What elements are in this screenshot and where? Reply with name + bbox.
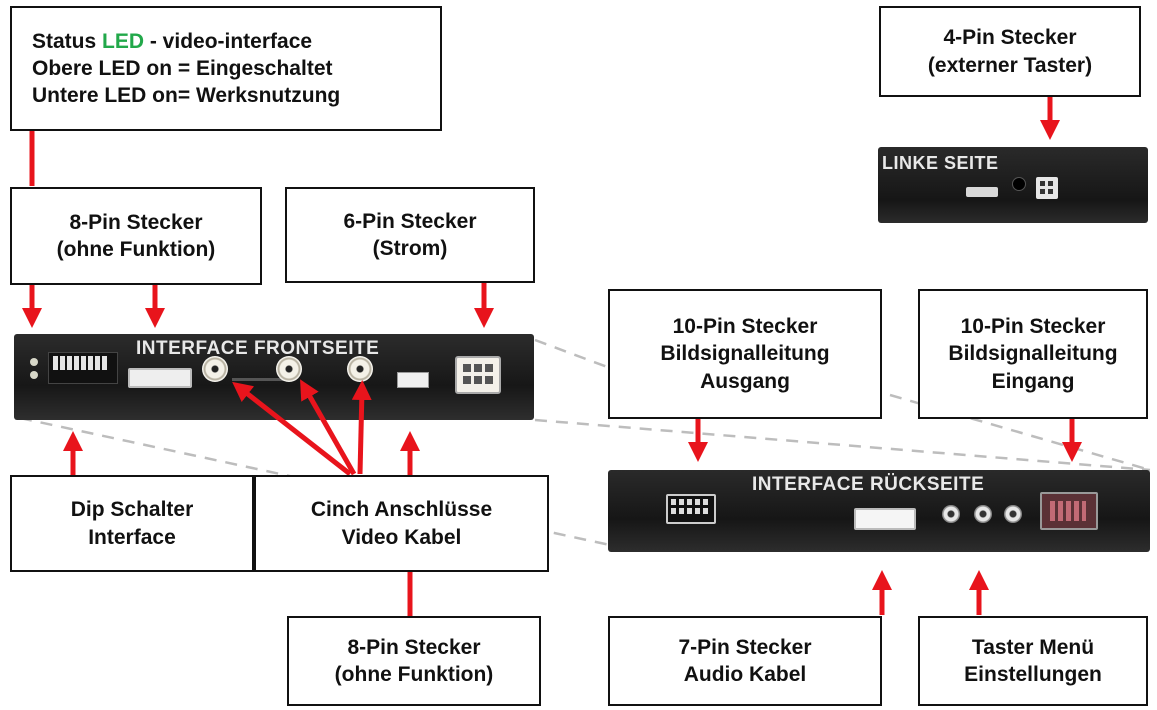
6-pin-socket [455, 356, 501, 394]
label-10pin-in-line3: Eingang [991, 369, 1075, 393]
arrow-cinch-3 [351, 380, 372, 475]
label-10pin-out-line1: 10-Pin Stecker [672, 315, 818, 339]
label-10pin-out-line3: Ausgang [700, 369, 790, 393]
led-text: LED [102, 29, 145, 53]
label-taster-line2: Einstellungen [964, 663, 1102, 686]
label-cinch-line1: Cinch Anschlüsse [310, 498, 493, 522]
device-rear: INTERFACE RÜCKSEITE [608, 470, 1150, 552]
label-8pin-top: 8-Pin Stecker (ohne Funktion) [10, 187, 262, 285]
label-4pin-external: 4-Pin Stecker (externer Taster) [879, 6, 1141, 97]
button-hole [1012, 177, 1026, 191]
taster-hole-1 [942, 505, 960, 523]
label-7pin-line2: Audio Kabel [683, 663, 807, 686]
label-10pin-out: 10-Pin Stecker Bildsignalleitung Ausgang [608, 289, 882, 419]
8-pin-socket-front [128, 368, 192, 388]
arrow-cinch-1 [232, 381, 352, 476]
label-4pin-line1: 4-Pin Stecker [943, 26, 1077, 50]
10-pin-socket-in [1040, 492, 1098, 530]
label-4pin-line2: (externer Taster) [927, 53, 1093, 77]
8-pin-socket-small [397, 372, 429, 388]
label-8pin-bottom: 8-Pin Stecker (ohne Funktion) [287, 616, 541, 706]
label-cinch: Cinch Anschlüsse Video Kabel [254, 475, 549, 572]
label-10pin-in: 10-Pin Stecker Bildsignalleitung Eingang [918, 289, 1148, 419]
label-10pin-in-line2: Bildsignalleitung [948, 342, 1118, 366]
device-left-side: LINKE SEITE [878, 147, 1148, 223]
label-taster-line1: Taster Menü [971, 635, 1095, 659]
label-dip-switch: Dip Schalter Interface [10, 475, 254, 572]
label-10pin-in-line1: 10-Pin Stecker [960, 315, 1106, 339]
dip-switch [48, 352, 118, 384]
label-8pin-bottom-line2: (ohne Funktion) [334, 663, 494, 686]
taster-hole-2 [974, 505, 992, 523]
label-6pin-line2: (Strom) [372, 237, 448, 260]
label-taster-menu: Taster Menü Einstellungen [918, 616, 1148, 706]
label-8pin-top-line1: 8-Pin Stecker [69, 210, 203, 234]
label-7pin-line1: 7-Pin Stecker [678, 635, 812, 659]
status-line2: Obere LED on = Eingeschaltet [32, 56, 333, 80]
label-10pin-out-line2: Bildsignalleitung [660, 342, 830, 366]
arrow-cinch-2 [300, 379, 357, 476]
status-line3: Untere LED on= Werksnutzung [32, 84, 341, 108]
label-dip-line1: Dip Schalter [70, 498, 194, 522]
usb-port [966, 187, 998, 197]
label-6pin: 6-Pin Stecker (Strom) [285, 187, 535, 283]
label-7pin: 7-Pin Stecker Audio Kabel [608, 616, 882, 706]
cinch-socket-3 [347, 356, 373, 382]
label-8pin-bottom-line1: 8-Pin Stecker [347, 635, 481, 659]
label-6pin-line1: 6-Pin Stecker [343, 209, 477, 233]
label-dip-line2: Interface [88, 525, 176, 549]
label-8pin-top-line2: (ohne Funktion) [56, 238, 216, 261]
label-status-led: Status LED - video-interface Obere LED o… [10, 6, 442, 131]
device-rear-label: INTERFACE RÜCKSEITE [752, 474, 985, 495]
status-line1: Status LED - video-interface [32, 29, 313, 53]
taster-hole-3 [1004, 505, 1022, 523]
device-front: INTERFACE FRONTSEITE [14, 334, 534, 420]
cinch-socket-1 [202, 356, 228, 382]
7-pin-socket [854, 508, 916, 530]
cinch-bar [232, 378, 292, 381]
device-left-side-label: LINKE SEITE [882, 153, 999, 173]
10-pin-socket-out [666, 494, 716, 524]
4-pin-socket [1036, 177, 1058, 199]
cinch-socket-2 [276, 356, 302, 382]
label-cinch-line2: Video Kabel [341, 525, 462, 549]
device-front-label: INTERFACE FRONTSEITE [136, 338, 380, 359]
status-leds [30, 358, 38, 380]
